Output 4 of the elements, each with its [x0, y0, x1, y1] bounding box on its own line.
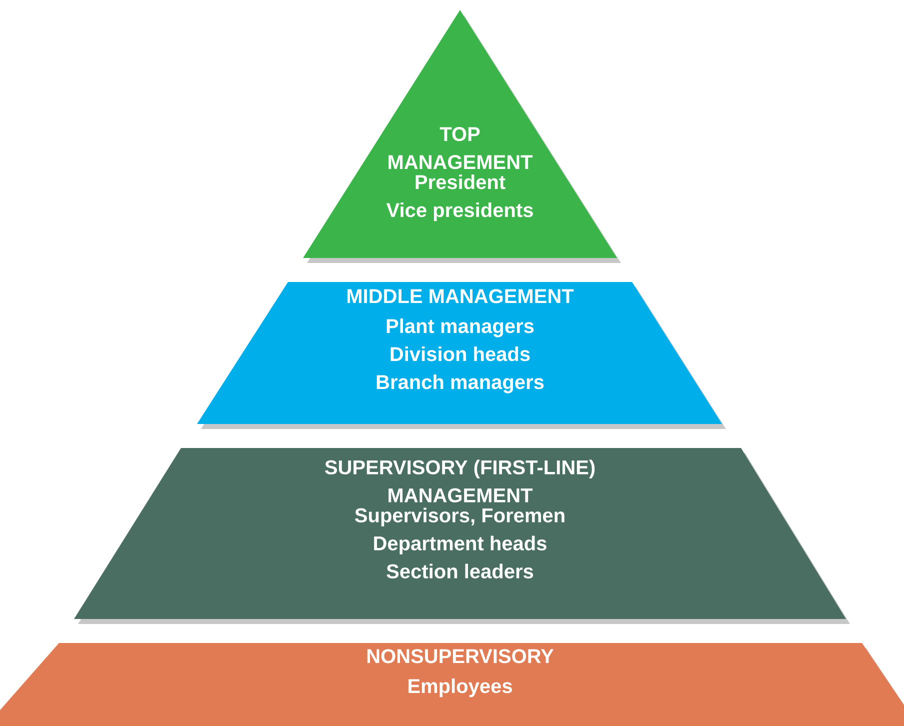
pyramid-level: NONSUPERVISORY Employees: [0, 643, 904, 726]
pyramid-level: SUPERVISORY (FIRST-LINE) MANAGEMENT Supervisors, Foremen Department heads Section leaders: [74, 448, 850, 624]
pyramid-level: TOP MANAGEMENT President Vice presidents: [303, 10, 621, 263]
pyramid-level: MIDDLE MANAGEMENT Plant managers Division heads Branch managers: [197, 282, 726, 429]
